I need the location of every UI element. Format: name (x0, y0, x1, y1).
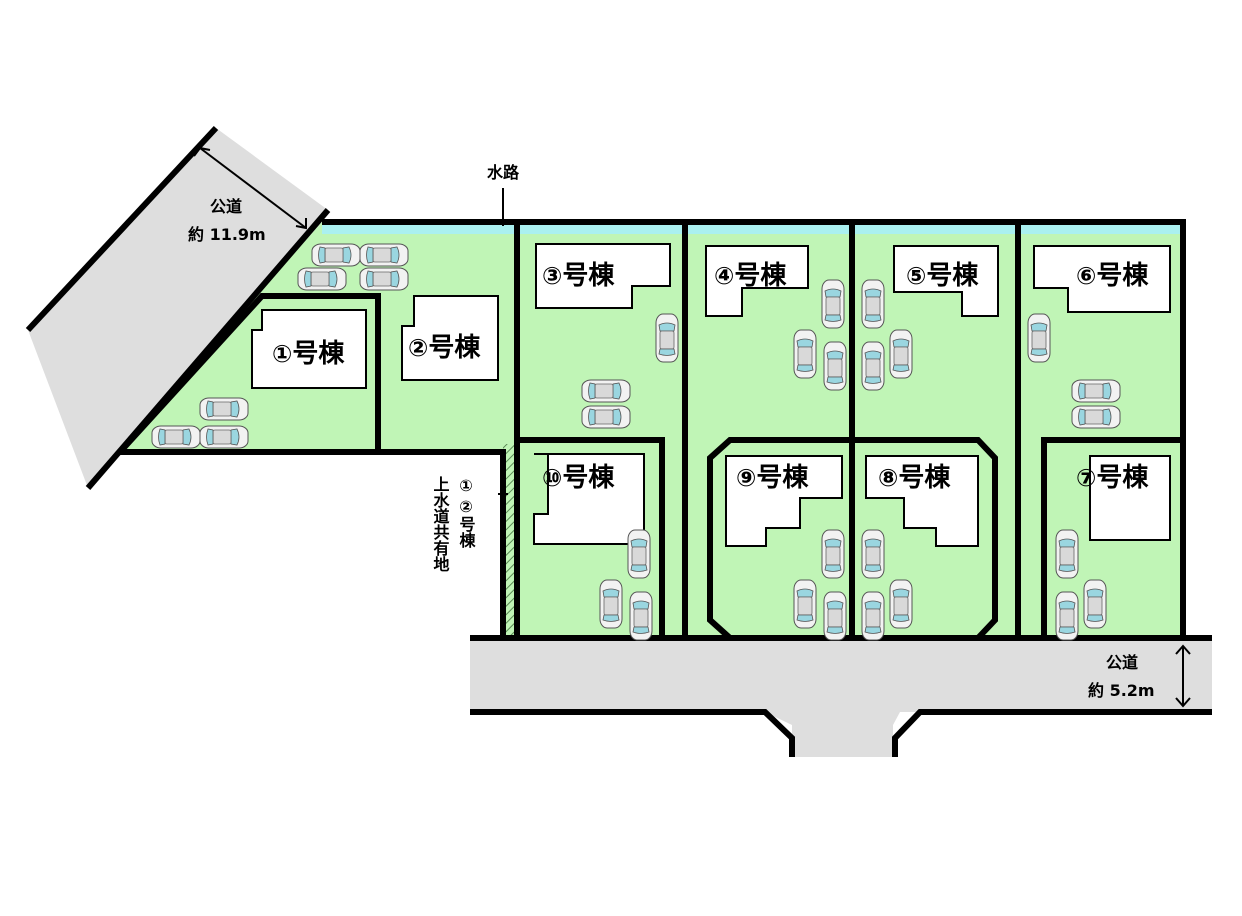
shared-water-easement (503, 444, 517, 638)
lot-label-8: ⑧号棟 (878, 463, 951, 493)
water-channel-label: 水路 (487, 163, 520, 182)
diagonal-public-road (28, 128, 328, 488)
lot-label-6: ⑥号棟 (1076, 261, 1149, 291)
lot-label-2: ②号棟 (408, 333, 481, 363)
diagonal-road-name: 公道 (210, 197, 242, 216)
house-3 (535, 243, 671, 309)
house-7 (1089, 455, 1171, 541)
lot-label-5: ⑤号棟 (906, 261, 979, 291)
house-4 (705, 245, 809, 317)
diagonal-road-width: 約 11.9m (188, 225, 266, 244)
bottom-road-name: 公道 (1106, 653, 1138, 672)
house-1 (251, 309, 367, 389)
lot-label-4: ④号棟 (714, 261, 787, 291)
house-8 (865, 455, 979, 547)
easement-label: ① ② 号棟 上水道共有地 (431, 476, 476, 572)
house-5 (893, 245, 999, 317)
water-channel-strip (322, 224, 1183, 234)
house-2 (401, 295, 499, 381)
svg-text:号棟: 号棟 (457, 516, 476, 549)
bottom-public-road (470, 638, 1212, 757)
svg-text:②: ② (459, 497, 473, 516)
lot-label-3: ③号棟 (542, 261, 615, 291)
lot-label-7: ⑦号棟 (1076, 463, 1149, 493)
house-10 (533, 453, 645, 545)
svg-text:上水道共有地: 上水道共有地 (431, 476, 450, 572)
house-9 (725, 455, 843, 547)
lot-label-9: ⑨号棟 (736, 463, 809, 493)
house-6 (1033, 245, 1171, 313)
lot-label-10: ⑩号棟 (542, 463, 615, 493)
lot-label-1: ①号棟 (272, 339, 345, 369)
development-area (120, 222, 1183, 638)
bottom-road-width: 約 5.2m (1088, 681, 1155, 700)
svg-text:①: ① (459, 476, 473, 495)
